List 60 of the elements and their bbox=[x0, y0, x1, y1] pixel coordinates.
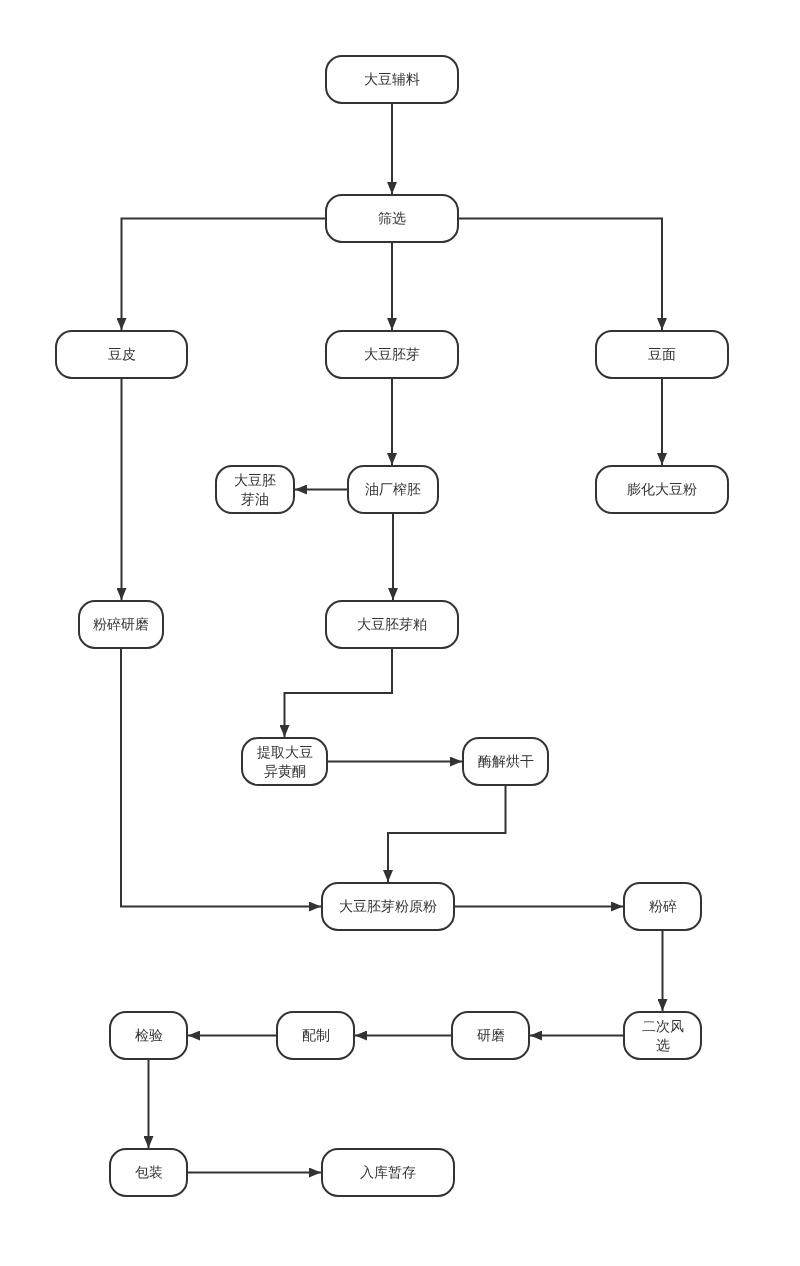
step-label: 筛选 bbox=[378, 209, 406, 228]
arrow bbox=[383, 785, 507, 883]
process-box bbox=[321, 882, 455, 931]
arrow bbox=[294, 484, 348, 495]
arrow bbox=[120, 648, 322, 912]
process-box bbox=[325, 600, 459, 649]
arrow bbox=[116, 217, 326, 331]
process-box bbox=[321, 1148, 455, 1197]
process-box bbox=[595, 465, 729, 514]
process-box bbox=[215, 465, 295, 514]
arrow bbox=[387, 103, 397, 195]
arrow bbox=[354, 1030, 452, 1041]
process-box bbox=[325, 194, 459, 243]
process-box bbox=[595, 330, 729, 379]
step-label: 大豆胚芽粕 bbox=[357, 615, 427, 634]
process-box bbox=[78, 600, 164, 649]
arrow bbox=[387, 242, 397, 331]
process-box bbox=[462, 737, 549, 786]
process-box bbox=[55, 330, 188, 379]
step-label: 大豆胚芽油 bbox=[233, 471, 277, 508]
step-label: 酶解烘干 bbox=[477, 752, 534, 771]
process-box bbox=[623, 1011, 702, 1060]
step-label: 粉碎研磨 bbox=[93, 615, 149, 634]
arrow bbox=[657, 378, 667, 466]
arrow bbox=[187, 1167, 322, 1178]
step-label: 豆皮 bbox=[107, 345, 136, 364]
arrow bbox=[143, 1059, 154, 1149]
step-label: 配制 bbox=[301, 1026, 330, 1045]
step-label: 大豆胚芽粉原粉 bbox=[339, 897, 437, 916]
arrow bbox=[187, 1030, 277, 1041]
arrow bbox=[279, 648, 393, 738]
process-box bbox=[276, 1011, 355, 1060]
step-label: 大豆胚芽 bbox=[364, 345, 420, 364]
arrow bbox=[454, 901, 624, 912]
step-label: 研磨 bbox=[476, 1026, 505, 1045]
process-box bbox=[325, 330, 459, 379]
arrow bbox=[458, 217, 667, 331]
step-label: 膨化大豆粉 bbox=[627, 480, 697, 499]
step-label: 检验 bbox=[134, 1026, 163, 1045]
process-box bbox=[109, 1011, 188, 1060]
process-box bbox=[451, 1011, 530, 1060]
process-box bbox=[347, 465, 439, 514]
step-label: 提取大豆异黄酮 bbox=[256, 743, 313, 780]
arrow bbox=[388, 513, 398, 601]
arrow bbox=[657, 930, 668, 1012]
step-label: 豆面 bbox=[648, 345, 676, 364]
arrow bbox=[327, 756, 463, 767]
arrow bbox=[116, 378, 127, 601]
step-label: 包装 bbox=[134, 1163, 163, 1182]
arrow bbox=[529, 1030, 624, 1041]
step-label: 粉碎 bbox=[648, 897, 677, 916]
process-box bbox=[325, 55, 459, 104]
step-label: 入库暂存 bbox=[360, 1163, 416, 1182]
step-label: 大豆辅料 bbox=[364, 70, 420, 89]
process-box bbox=[623, 882, 702, 931]
process-box bbox=[109, 1148, 188, 1197]
arrow bbox=[387, 378, 397, 466]
step-label: 油厂榨胚 bbox=[365, 480, 421, 499]
process-box bbox=[241, 737, 328, 786]
step-label: 二次风选 bbox=[641, 1017, 684, 1054]
